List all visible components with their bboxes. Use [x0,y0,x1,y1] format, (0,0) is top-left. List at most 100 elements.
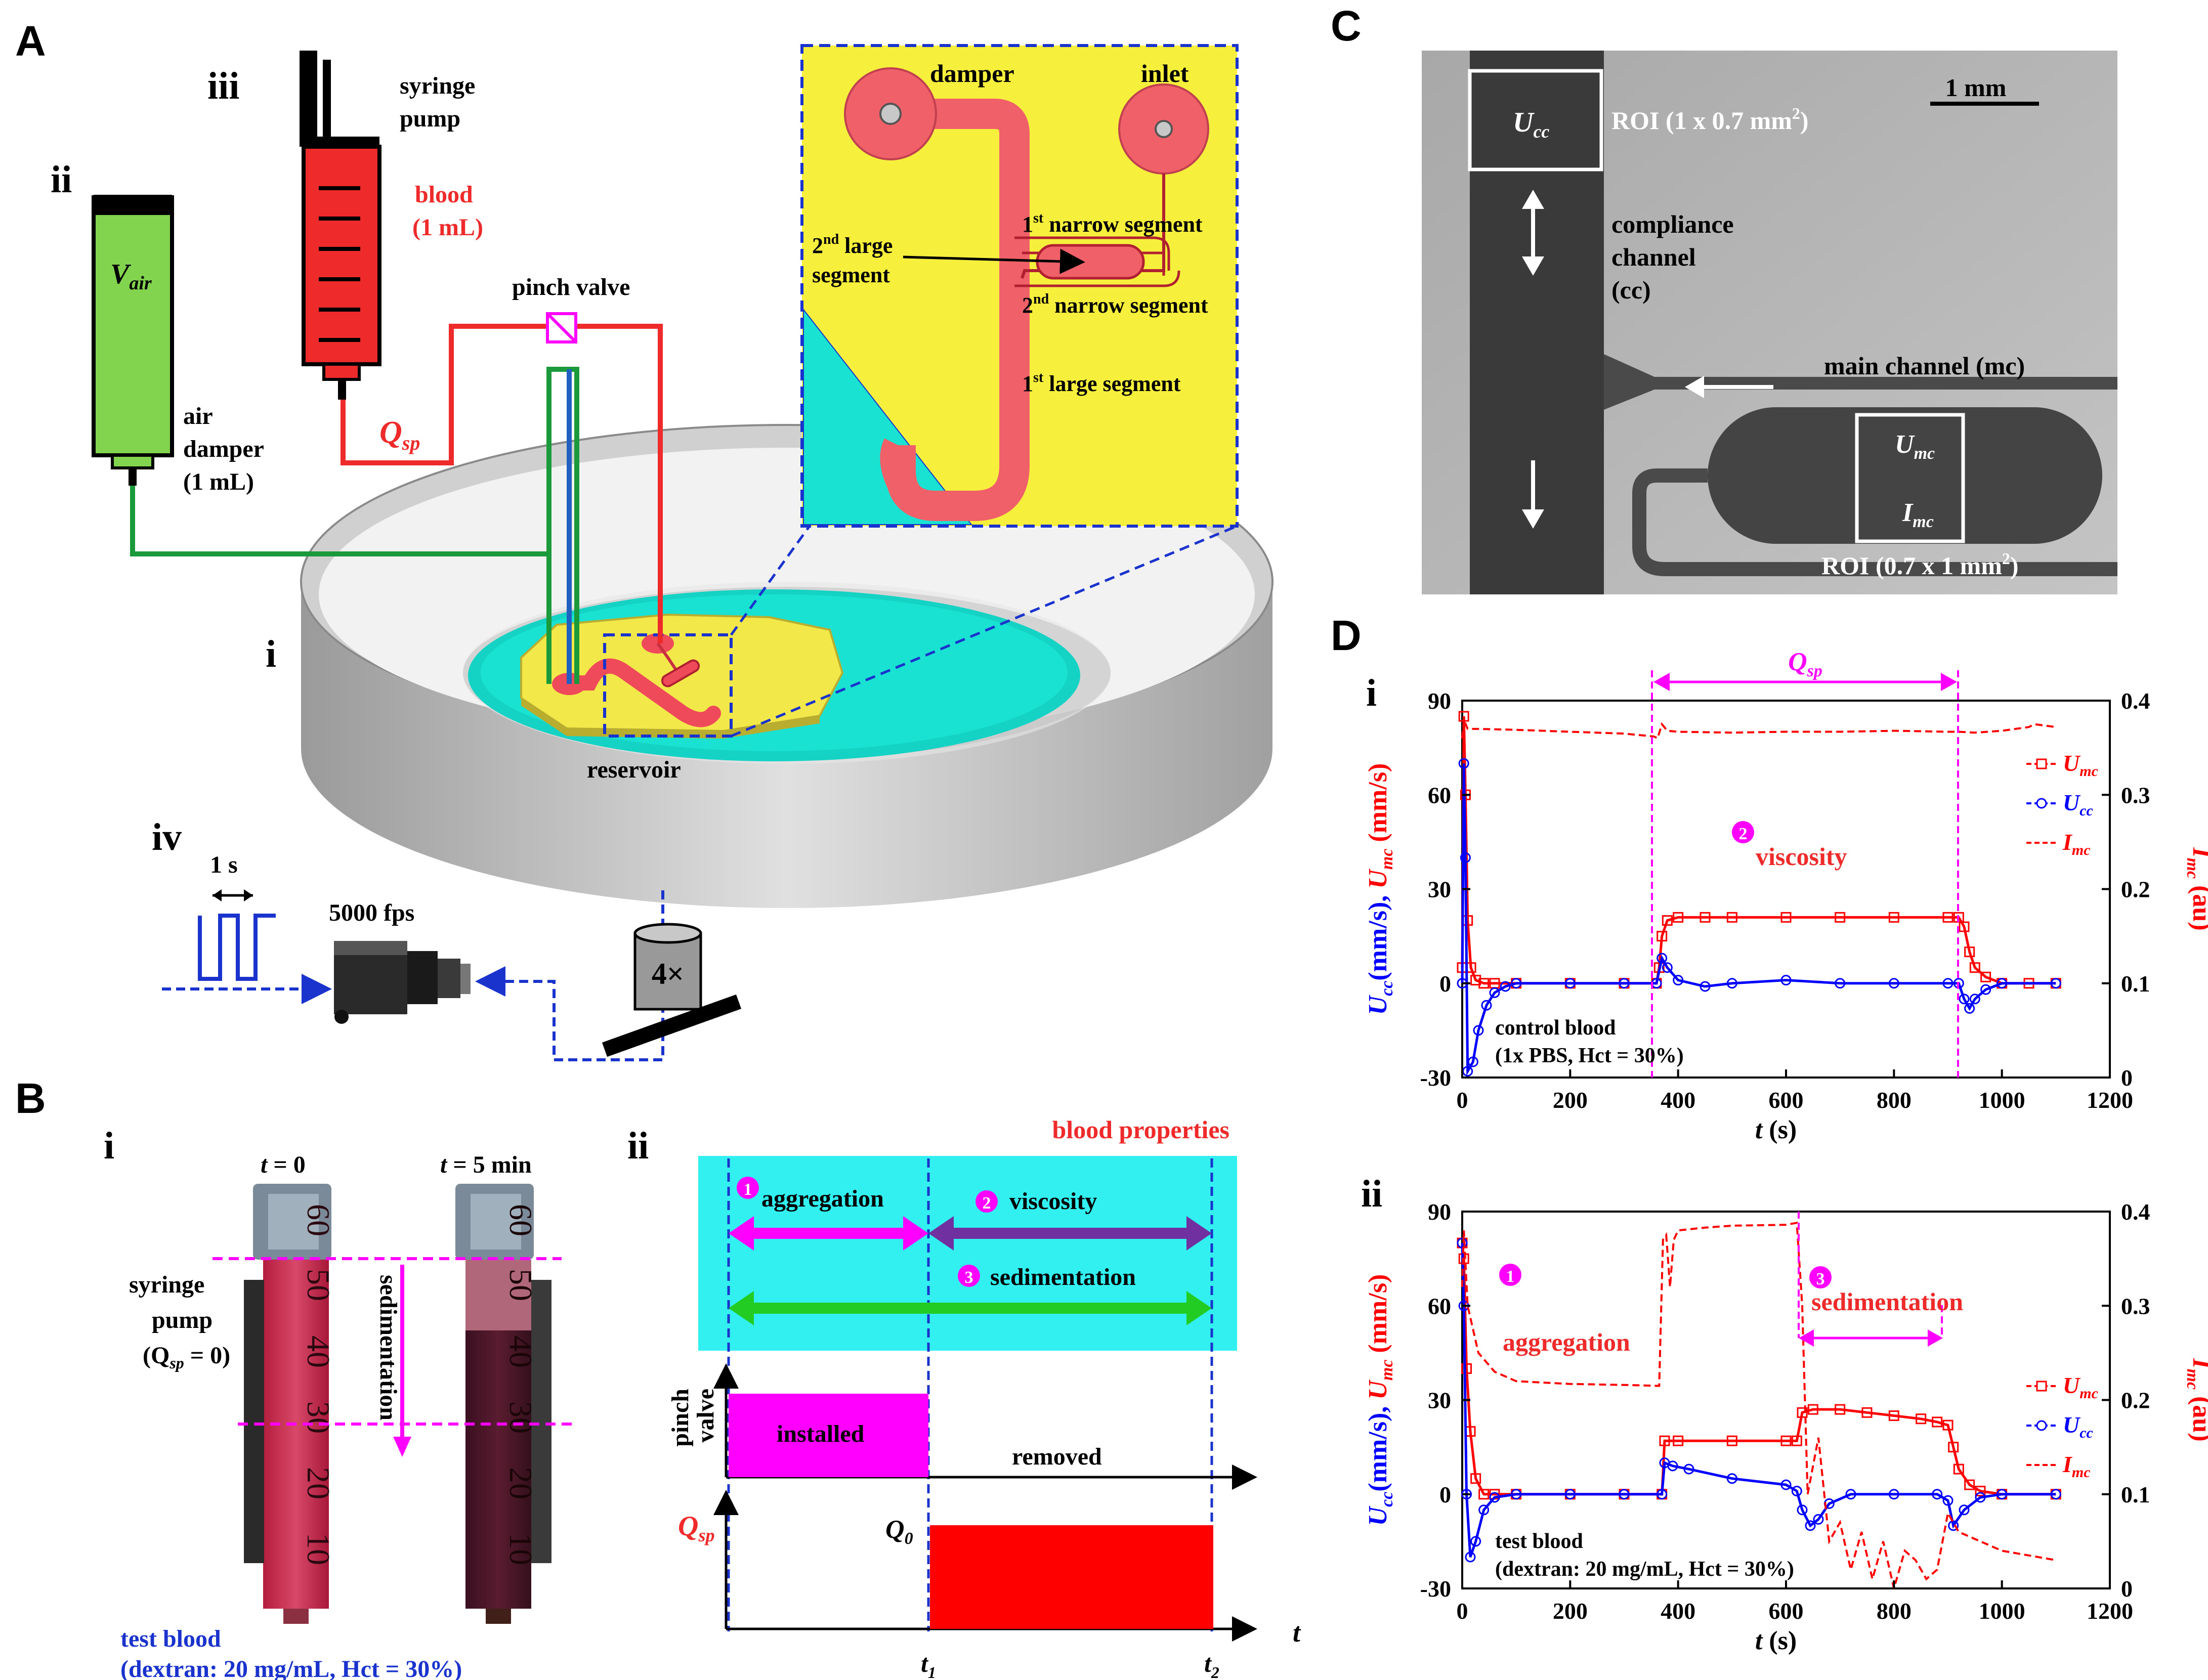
sedimentation-label-d: sedimentation [1811,1287,1963,1316]
x-tick-label: 400 [1661,1598,1695,1624]
roi-mc-label: ROI (0.7 x 1 mm2) [1821,549,2019,580]
svg-text:30: 30 [301,1401,336,1434]
x-tick-label: 400 [1661,1087,1695,1113]
y2-tick-label: 0.3 [2121,1293,2150,1319]
y-tick-label: 60 [1428,1293,1451,1319]
svg-text:channel: channel [1611,243,1696,271]
number-badge-1 [737,1177,759,1199]
panel-b-letter: B [15,1074,46,1122]
qsp-span-label: Qsp [1788,648,1822,680]
svg-text:60: 60 [301,1204,336,1236]
series-ucc-point [1657,953,1668,964]
series-ucc-point [1673,975,1684,986]
valve-label: valve [692,1389,719,1443]
t2-label: t2 [1204,1649,1219,1680]
series-ucc-point [1780,1479,1792,1490]
series-ucc-point [1888,978,1899,989]
fps-label: 5000 fps [329,899,414,926]
y2-tick-label: 0.3 [2121,782,2150,808]
series-ucc-point [1813,1514,1824,1525]
series-umc-line [1461,716,2056,985]
qsp-label-a: Qsp [379,415,420,454]
series-ucc-point [2050,1489,2061,1500]
svg-text:(Qsp = 0): (Qsp = 0) [143,1342,230,1372]
q0-label: Q0 [885,1515,913,1548]
mirror-icon [602,994,742,1057]
series-umc-point [1657,931,1668,942]
series-ucc-point [1805,1520,1816,1531]
series-ucc-point [1888,1489,1899,1500]
y-tick-label: 90 [1428,688,1451,714]
syringe-photo-t0: 60 50 40 30 20 10 [244,1184,336,1624]
series-umc-point [1470,1473,1481,1484]
series-ucc-point [1932,1489,1943,1500]
y-tick-label: -30 [1420,1065,1451,1091]
series-umc-point [1478,1489,1490,1500]
legend-marker [2036,1381,2047,1392]
series-ucc-point [1500,981,1511,992]
scale-bar-label: 1 mm [1945,73,2007,102]
sedimentation-label-b: sedimentation [990,1264,1136,1290]
compliance-channel-dark [1470,51,1604,594]
qsp-label-b: Qsp [678,1511,714,1545]
camera-icon [334,941,471,1024]
x-tick-label: 1200 [2087,1087,2133,1113]
x-tick-label: 200 [1553,1087,1588,1113]
label-b-i: i [104,1125,114,1167]
qsp-bar [930,1525,1213,1629]
series-umc-point [1888,1410,1899,1421]
inset-damper-label: damper [930,59,1014,88]
v-air-label: Vair [110,259,152,294]
svg-text:60: 60 [503,1204,539,1236]
series-umc-point [1791,1435,1802,1446]
series-ucc-point [1726,978,1737,989]
series-ucc-point [1975,1492,1986,1503]
number-badge-3-d [1809,1266,1832,1288]
series-umc-point [1964,946,1975,958]
series-ucc-point [1473,1025,1484,1036]
y-axis-label: Ucc(mm/s), Umc (mm/s) [1364,1274,1396,1526]
series-umc-line [1461,1242,2056,1496]
svg-text:(1 mL): (1 mL) [412,214,483,241]
svg-text:air: air [183,403,213,429]
up-arrow-icon [1522,190,1544,209]
x-axis-label: t (s) [1755,1115,1797,1144]
syringe-photo-t5: 60 50 40 30 20 10 [455,1184,551,1624]
label-a-i: i [266,633,276,675]
t-axis-label: t [1293,1617,1301,1648]
x-axis-label: t (s) [1755,1626,1797,1655]
series-ucc-point [1942,1495,1954,1506]
large-segment-1-label: 1st large segment [1022,370,1181,396]
reservoir-label: reservoir [587,756,681,783]
zoom-connector-lower [731,525,1238,738]
series-umc-point [1969,962,1980,973]
aggregation-label: aggregation [761,1185,884,1212]
svg-text:40: 40 [503,1336,539,1368]
svg-text:50: 50 [503,1269,539,1301]
panel-a: A reservoir i [15,17,1273,1061]
y-tick-label: -30 [1420,1576,1451,1602]
legend-marker [2036,1420,2047,1431]
x-tick-label: 0 [1457,1598,1468,1624]
series-umc-point [1948,1442,1959,1453]
y2-tick-label: 0.1 [2121,1482,2150,1507]
series-umc-point [1916,1413,1927,1425]
series-ucc-point [1619,978,1630,989]
series-ucc-line [1461,763,2056,1076]
svg-text:syringe: syringe [129,1271,204,1298]
svg-text:3: 3 [965,1268,973,1287]
pinch-valve-label: pinch valve [512,274,630,300]
blood-properties-box [698,1156,1237,1351]
panel-c-letter: C [1331,2,1362,50]
flow-down-arrow-icon [1522,509,1544,529]
series-ucc-point [1461,1489,1472,1500]
series-ucc-point [1948,1520,1959,1531]
blood-tube [341,324,663,643]
series-ucc-point [1662,962,1673,973]
series-umc-point [1470,975,1481,986]
series-ucc-point [1969,994,1980,1005]
y-tick-label: 30 [1428,877,1451,902]
imc-label: Imc [1902,498,1934,531]
